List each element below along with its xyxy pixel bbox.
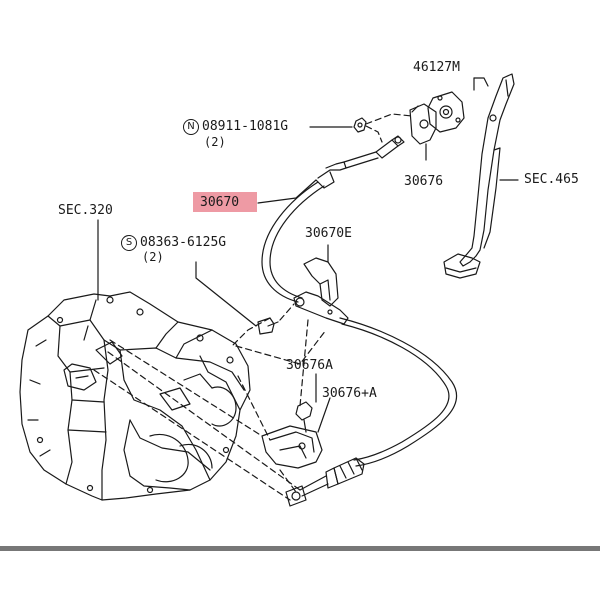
label-08363-qty: (2) bbox=[142, 250, 164, 264]
dashed-assembly-lines bbox=[93, 113, 413, 501]
pedal-bracket-46127m bbox=[409, 91, 465, 145]
cable-lower-end bbox=[285, 457, 365, 507]
label-08911-1081g: 08911-1081G bbox=[202, 119, 289, 134]
release-bracket-30676a bbox=[261, 425, 323, 469]
transmission-housing bbox=[19, 291, 251, 501]
screw-30676a bbox=[295, 401, 313, 433]
bottom-divider-bar bbox=[0, 546, 600, 551]
clutch-cable bbox=[261, 181, 458, 467]
label-sec320: SEC.320 bbox=[58, 203, 113, 218]
label-46127m: 46127M bbox=[413, 60, 460, 75]
bolt-08363 bbox=[257, 317, 279, 335]
leader-lines bbox=[97, 77, 519, 433]
cable-bracket-30670e bbox=[293, 257, 349, 325]
cable-upper-end bbox=[315, 135, 405, 189]
label-08911-qty: (2) bbox=[204, 135, 226, 149]
label-30670e: 30670E bbox=[305, 226, 352, 241]
part-highlight bbox=[193, 192, 257, 212]
label-08363-6125g: 08363-6125G bbox=[140, 235, 227, 250]
clutch-pedal bbox=[443, 73, 515, 279]
label-30676a: 30676A bbox=[286, 358, 333, 373]
label-30676-plus-a: 30676+A bbox=[322, 386, 377, 401]
circle-s-icon: S bbox=[121, 235, 137, 251]
label-30676: 30676 bbox=[404, 174, 444, 189]
label-sec465: SEC.465 bbox=[524, 172, 579, 187]
circle-n-icon: N bbox=[183, 119, 199, 135]
label-30670: 30670 bbox=[200, 195, 240, 210]
nut-08911 bbox=[353, 117, 367, 133]
